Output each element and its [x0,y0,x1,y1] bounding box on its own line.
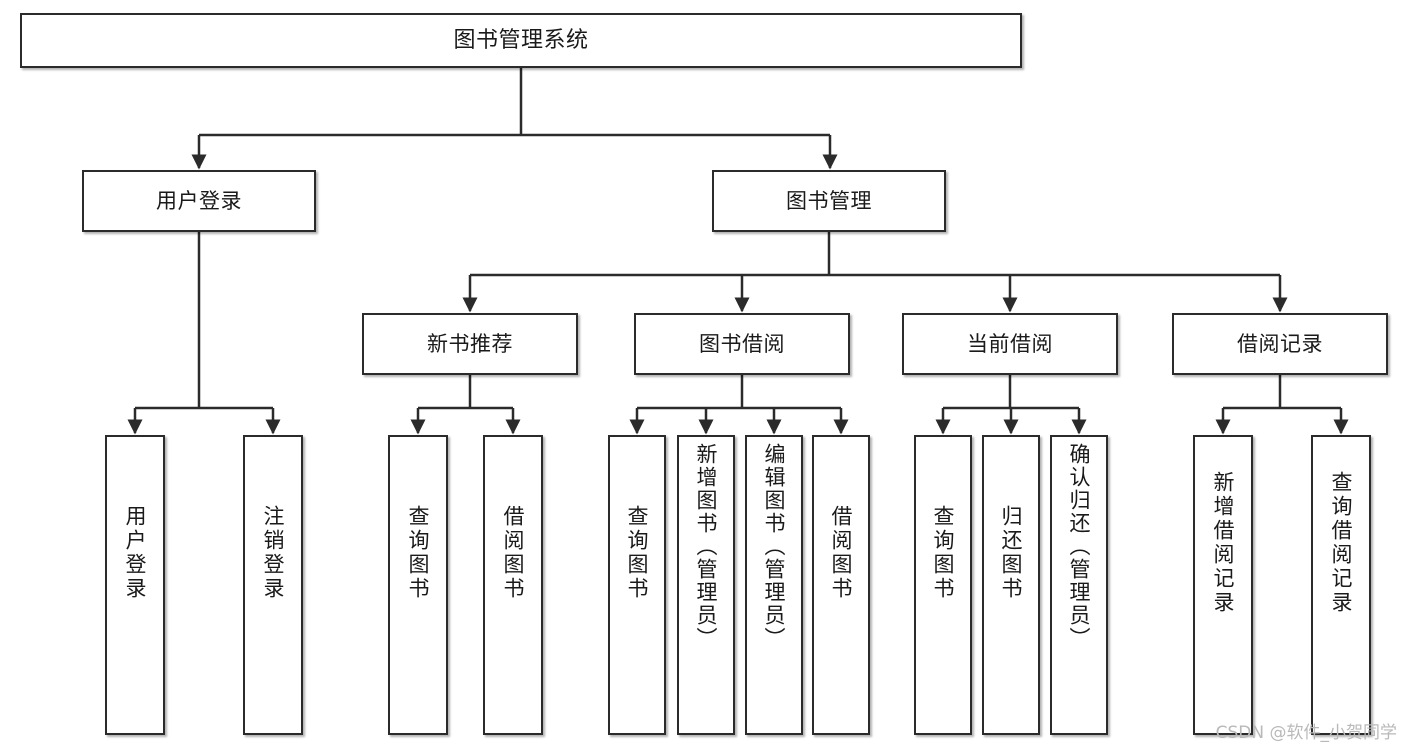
node-user-login-label: 用户登录 [156,188,242,213]
node-book-manage[interactable]: 图书管理 [712,170,946,232]
node-root-label: 图书管理系统 [453,27,589,53]
node-leaf-current-borrow-3-label: 确认归还（管理员） [1067,443,1092,650]
node-leaf-borrow-record-2-label: 查询借阅记录 [1329,471,1354,615]
node-leaf-new-book-rec-1[interactable]: 查询图书 [388,435,448,735]
node-leaf-book-borrow-4-label: 借阅图书 [829,505,854,601]
node-leaf-user-login-2[interactable]: 注销登录 [243,435,303,735]
node-leaf-new-book-rec-2-label: 借阅图书 [501,505,526,601]
node-borrow-record-label: 借阅记录 [1237,331,1323,356]
watermark: CSDN @软件_小贺同学 [1215,723,1397,743]
node-leaf-current-borrow-2[interactable]: 归还图书 [982,435,1040,735]
node-leaf-book-borrow-2-label: 新增图书（管理员） [694,443,719,650]
node-leaf-new-book-rec-2[interactable]: 借阅图书 [483,435,543,735]
node-book-borrow-label: 图书借阅 [699,331,785,356]
node-user-login[interactable]: 用户登录 [82,170,316,232]
node-root[interactable]: 图书管理系统 [20,13,1022,68]
node-leaf-book-borrow-1-label: 查询图书 [625,505,650,601]
node-new-book-rec-label: 新书推荐 [427,331,513,356]
node-leaf-user-login-2-label: 注销登录 [261,505,286,601]
node-leaf-current-borrow-3[interactable]: 确认归还（管理员） [1050,435,1108,735]
node-leaf-new-book-rec-1-label: 查询图书 [406,505,431,601]
node-borrow-record[interactable]: 借阅记录 [1172,313,1388,375]
node-leaf-book-borrow-3-label: 编辑图书（管理员） [762,443,787,650]
node-book-manage-label: 图书管理 [786,188,872,213]
node-leaf-current-borrow-1[interactable]: 查询图书 [914,435,972,735]
node-leaf-borrow-record-1[interactable]: 新增借阅记录 [1193,435,1253,735]
node-leaf-current-borrow-2-label: 归还图书 [999,505,1024,601]
node-leaf-current-borrow-1-label: 查询图书 [931,505,956,601]
node-current-borrow[interactable]: 当前借阅 [902,313,1118,375]
node-current-borrow-label: 当前借阅 [967,331,1053,356]
node-leaf-borrow-record-2[interactable]: 查询借阅记录 [1311,435,1371,735]
node-leaf-user-login-1-label: 用户登录 [123,505,148,601]
node-leaf-book-borrow-3[interactable]: 编辑图书（管理员） [745,435,803,735]
node-book-borrow[interactable]: 图书借阅 [634,313,850,375]
node-leaf-book-borrow-2[interactable]: 新增图书（管理员） [677,435,735,735]
node-new-book-rec[interactable]: 新书推荐 [362,313,578,375]
node-leaf-book-borrow-1[interactable]: 查询图书 [608,435,666,735]
node-leaf-borrow-record-1-label: 新增借阅记录 [1211,471,1236,615]
node-leaf-user-login-1[interactable]: 用户登录 [105,435,165,735]
node-leaf-book-borrow-4[interactable]: 借阅图书 [812,435,870,735]
